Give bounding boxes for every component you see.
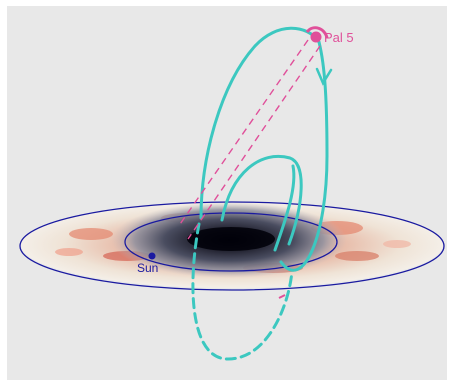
pal5-stream-arc — [305, 26, 329, 39]
inner-disk-ring — [124, 212, 338, 272]
orbit-loop-inner — [220, 155, 303, 246]
stream-disk-crossing-mark — [278, 294, 286, 299]
stream-trail-trailing — [187, 45, 321, 240]
pal5-orbit — [191, 26, 333, 361]
orbit-direction-arrow — [315, 67, 333, 86]
pal5-label: Pal 5 — [324, 30, 354, 45]
pal5-stream — [177, 39, 321, 240]
stream-trail-leading — [177, 39, 309, 228]
galaxy-orbit-diagram: Pal 5 Sun — [19, 26, 445, 361]
orbit-loop-outer-front — [279, 40, 329, 272]
sun-marker — [148, 252, 156, 260]
orbit-loop-outer-back — [199, 26, 321, 220]
orbit-loop-middle — [273, 164, 296, 252]
orbit-below-disk-dashed — [191, 222, 294, 361]
figure-panel: Pal 5 Sun — [7, 6, 447, 380]
sun-label: Sun — [137, 261, 158, 275]
outer-disk-ring — [19, 201, 445, 291]
pal5-marker — [310, 31, 322, 43]
